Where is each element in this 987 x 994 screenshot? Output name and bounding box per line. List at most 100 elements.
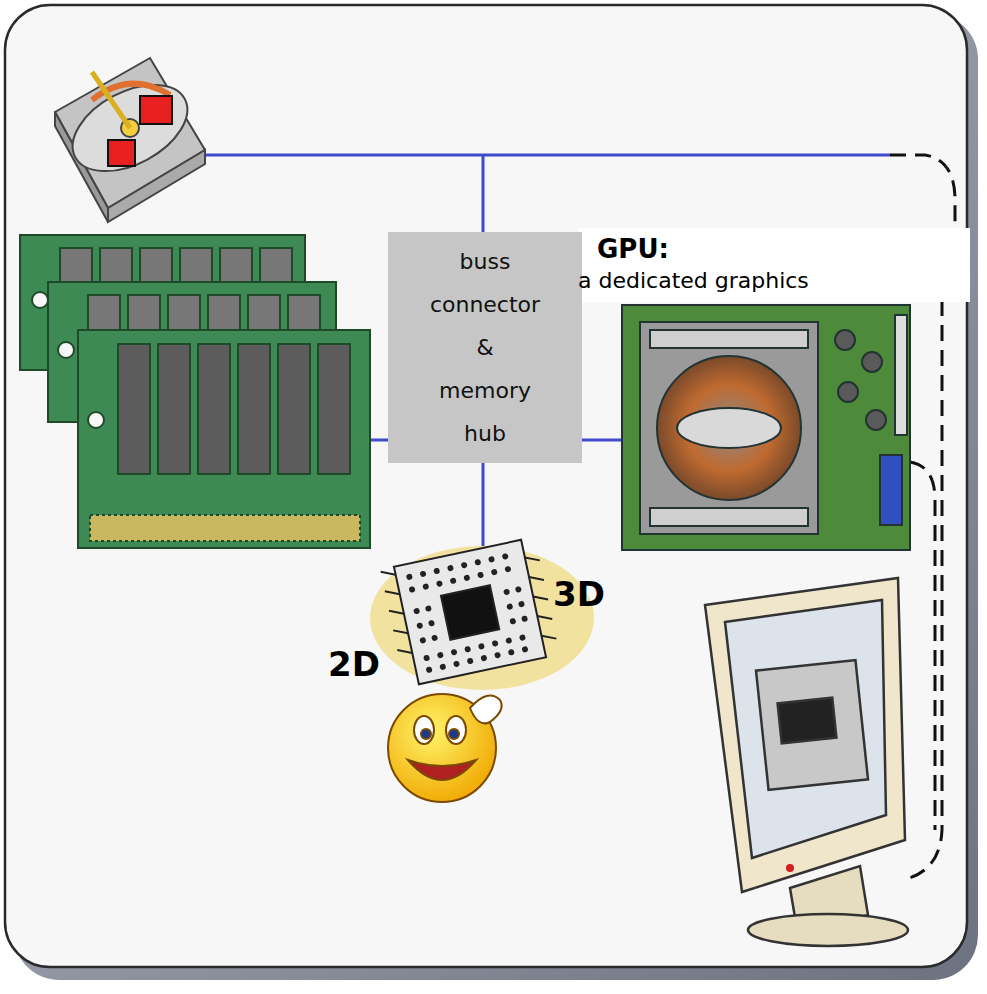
cpu-chip-part <box>467 657 474 664</box>
hard-disk-icon-part <box>108 140 135 166</box>
hub-box: buss connector & memory hub <box>388 232 582 463</box>
cpu-chip-part <box>478 643 485 650</box>
monitor-part <box>786 864 794 872</box>
smiley-part <box>414 716 434 744</box>
gpu-caption: GPU: <box>597 234 669 264</box>
cpu-chip-part <box>423 654 430 661</box>
memory-sticks-part <box>198 344 230 474</box>
gpu-caption: a dedicated graphics <box>578 268 809 293</box>
cpu-chip-part <box>521 646 528 653</box>
graphics-card-part <box>677 408 781 448</box>
cpu-chip-part <box>441 585 499 639</box>
graphics-card-part <box>895 315 907 435</box>
cpu-chip-part <box>503 588 510 595</box>
graphics-card-part <box>650 330 808 348</box>
cpu-chip-part <box>509 618 516 625</box>
graphics-card-part <box>657 356 801 500</box>
cpu-chip-part <box>433 567 440 574</box>
monitor-part <box>748 914 908 946</box>
graphics-card-part <box>640 322 818 534</box>
graphics-card <box>622 305 910 550</box>
cpu-chip-part <box>491 569 498 576</box>
cpu-chip-part <box>488 556 495 563</box>
memory-sticks-part <box>78 330 370 548</box>
cpu-chip-part <box>492 640 499 647</box>
bus-wire-part <box>482 155 485 232</box>
cpu-chip-part <box>409 586 416 593</box>
cpu-chip-part <box>508 649 515 656</box>
cpu-chip-part <box>437 652 444 659</box>
cpu-chip-part <box>426 666 433 673</box>
memory-sticks-part <box>238 344 270 474</box>
memory-sticks-part <box>158 344 190 474</box>
cpu-chip-part <box>480 655 487 662</box>
cpu-chip-part <box>425 605 432 612</box>
memory-sticks-part <box>90 515 360 541</box>
monitor-part <box>756 660 868 790</box>
graphics-card-part <box>650 508 808 526</box>
cpu-chip-part <box>515 586 522 593</box>
graphics-card-part <box>838 382 858 402</box>
hard-disk-icon-part <box>140 96 172 124</box>
cpu-chip-part <box>380 537 559 687</box>
memory-sticks <box>20 235 370 548</box>
cpu-chip-part <box>439 663 446 670</box>
label-ground <box>578 228 970 302</box>
cpu-chip-part <box>502 553 509 560</box>
cpu-chip-part <box>420 570 427 577</box>
smiley-part <box>449 729 459 739</box>
panel-part <box>5 5 967 967</box>
smiley-part <box>446 716 466 744</box>
mode-label: 2D <box>328 644 380 684</box>
graphics-card-part <box>866 410 886 430</box>
graphics-card-part <box>862 352 882 372</box>
cpu-chip-part <box>406 552 535 674</box>
cpu-chip-part <box>394 540 546 684</box>
cpu-chip-part <box>461 562 468 569</box>
cpu-chip-part <box>450 649 457 656</box>
box-label: buss connector & memory hub <box>430 240 540 455</box>
video-cable-part <box>910 462 935 830</box>
cpu-chip-part <box>431 634 438 641</box>
cpu-chip-part <box>381 539 557 672</box>
cpu-chip-part <box>506 603 513 610</box>
label-ground-part <box>578 228 970 302</box>
cpu-chip-part <box>422 583 429 590</box>
cpu-chip-part <box>406 573 413 580</box>
cpu-chip-part <box>436 580 443 587</box>
hard-disk-icon <box>55 58 205 222</box>
graphics-card-part <box>622 305 910 550</box>
memory-sticks-part <box>58 342 74 358</box>
cpu-chip-part <box>477 571 484 578</box>
bus-wire-part <box>205 154 890 157</box>
smiley <box>388 694 502 802</box>
cpu-chip-part <box>464 646 471 653</box>
cpu-chip-part <box>453 660 460 667</box>
monitor-part <box>725 600 886 858</box>
cpu-chip-part <box>474 559 481 566</box>
memory-sticks-part <box>318 344 350 474</box>
cpu-chip-part <box>416 622 423 629</box>
cpu-chip-part <box>450 577 457 584</box>
hard-disk-icon-part <box>55 58 205 208</box>
memory-sticks-part <box>32 292 48 308</box>
monitor <box>705 578 908 946</box>
cpu-chip-part <box>413 608 420 615</box>
cpu-chip-part <box>505 637 512 644</box>
bus-wire-part <box>482 462 485 548</box>
cpu-chip-part <box>428 620 435 627</box>
cpu-chip-part <box>518 601 525 608</box>
mode-label: 3D <box>553 574 605 614</box>
memory-sticks-part <box>78 330 370 548</box>
cpu-chip-part <box>419 637 426 644</box>
smiley-part <box>470 696 502 724</box>
monitor-part <box>778 698 837 744</box>
memory-sticks-part <box>88 412 104 428</box>
panel <box>5 5 978 980</box>
memory-sticks-part <box>278 344 310 474</box>
smiley-part <box>421 729 431 739</box>
bus-wire-part <box>582 439 622 442</box>
